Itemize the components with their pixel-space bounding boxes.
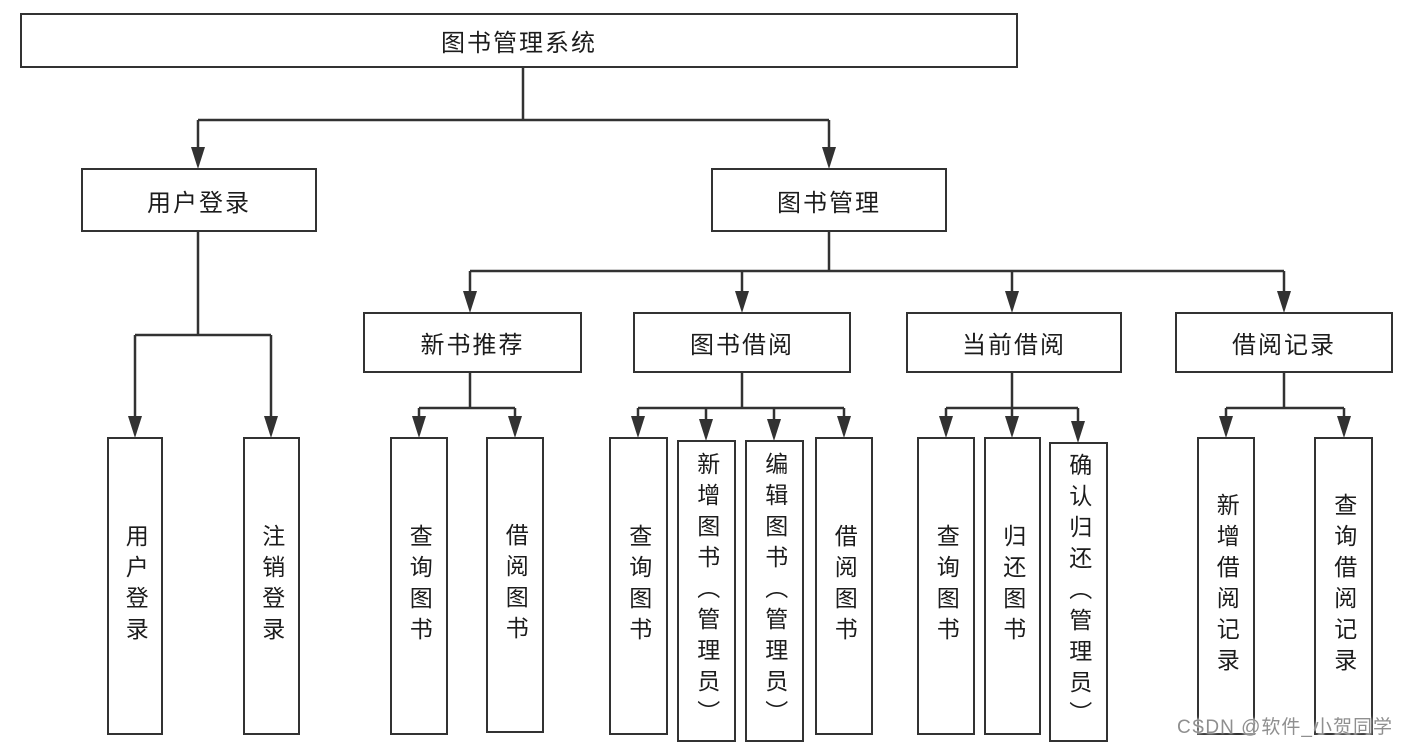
- leaf-add-borrow-record-label: 新增借阅记录: [1213, 493, 1240, 679]
- node-book-borrowing: 图书借阅: [633, 312, 851, 373]
- leaf-query-books-3: 查询图书: [917, 437, 975, 735]
- leaf-borrow-books-1-label: 借阅图书: [502, 523, 529, 647]
- leaf-user-login-label: 用户登录: [122, 524, 149, 648]
- node-library-system: 图书管理系统: [20, 13, 1018, 68]
- arrowheads: [128, 147, 1351, 443]
- leaf-query-books-2: 查询图书: [609, 437, 668, 735]
- leaf-borrow-books-1: 借阅图书: [486, 437, 544, 733]
- node-current-borrowing: 当前借阅: [906, 312, 1122, 373]
- leaf-edit-book-admin-label: 编辑图书（管理员）: [761, 451, 788, 731]
- leaf-logout-label: 注销登录: [258, 524, 285, 648]
- leaf-add-borrow-record: 新增借阅记录: [1197, 437, 1255, 735]
- leaf-confirm-return-admin-label: 确认归还（管理员）: [1065, 452, 1092, 732]
- leaf-query-books-1: 查询图书: [390, 437, 448, 735]
- node-user-login: 用户登录: [81, 168, 317, 232]
- leaf-add-book-admin: 新增图书（管理员）: [677, 440, 736, 742]
- leaf-return-books: 归还图书: [984, 437, 1041, 735]
- leaf-user-login: 用户登录: [107, 437, 163, 735]
- leaf-query-borrow-record-label: 查询借阅记录: [1330, 493, 1357, 679]
- leaf-query-books-1-label: 查询图书: [406, 524, 433, 648]
- leaf-query-books-2-label: 查询图书: [625, 524, 652, 648]
- watermark: CSDN @软件_小贺同学: [1177, 717, 1393, 738]
- leaf-confirm-return-admin: 确认归还（管理员）: [1049, 442, 1108, 742]
- node-new-book-recommend: 新书推荐: [363, 312, 582, 373]
- node-book-management: 图书管理: [711, 168, 947, 232]
- leaf-edit-book-admin: 编辑图书（管理员）: [745, 440, 804, 742]
- node-borrowing-records: 借阅记录: [1175, 312, 1393, 373]
- leaf-query-books-3-label: 查询图书: [933, 524, 960, 648]
- leaf-logout: 注销登录: [243, 437, 300, 735]
- leaf-borrow-books-2: 借阅图书: [815, 437, 873, 735]
- leaf-borrow-books-2-label: 借阅图书: [831, 524, 858, 648]
- leaf-add-book-admin-label: 新增图书（管理员）: [693, 451, 720, 731]
- leaf-return-books-label: 归还图书: [999, 524, 1026, 648]
- leaf-query-borrow-record: 查询借阅记录: [1314, 437, 1373, 735]
